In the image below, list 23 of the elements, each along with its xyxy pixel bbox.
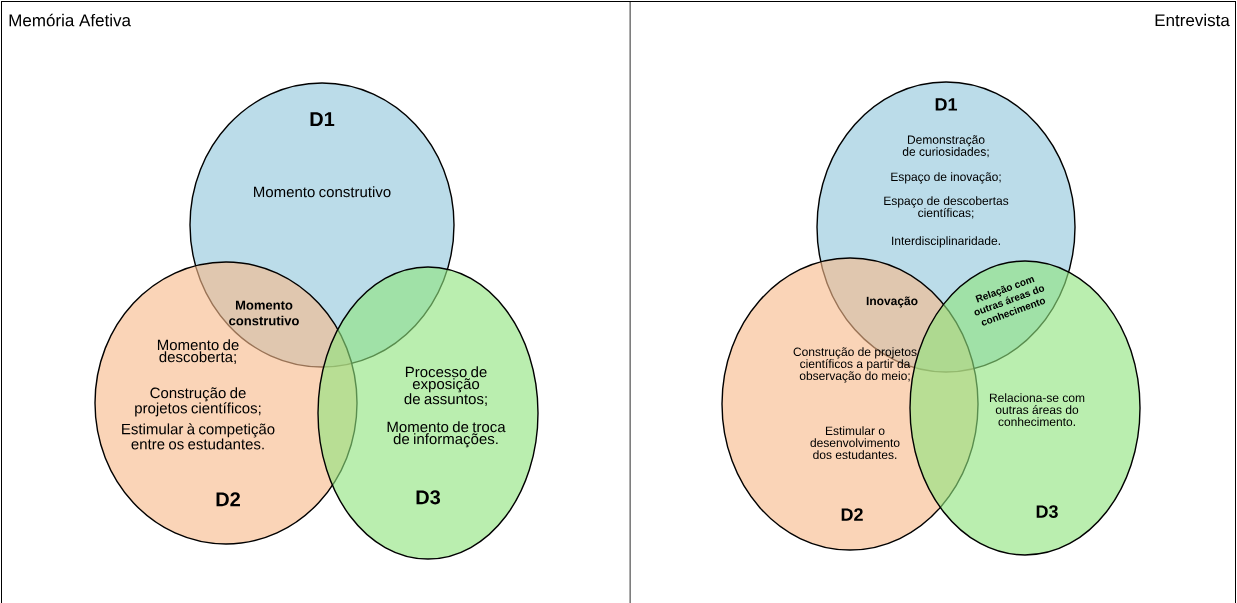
circle-text: Processo de exposição de assuntos; (404, 366, 487, 407)
set-label: D3 (416, 490, 441, 505)
circle-text: Construção de projetos científicos; (135, 387, 261, 417)
circle-text: Construção de projetos científicos a partir da observação do meio; (793, 347, 917, 383)
circle-text: Espaço de descobertas científicas; (884, 196, 1009, 219)
set-label: D1 (935, 98, 957, 111)
circle-text: Momento de descoberta; (157, 339, 239, 364)
circle-text: Interdisciplinaridade. (892, 236, 1000, 248)
column-header: Entrevista (1155, 13, 1230, 27)
overlap-label: Inovação (866, 296, 918, 308)
circle-text: Estimular o desenvolvimento dos estudantes. (810, 426, 900, 459)
circle-text: Momento de troca de informações. (387, 421, 506, 448)
overlap-label: Momento construtivo (229, 300, 299, 326)
circle-text: Relaciona-se com outras áreas do conhecimento. (990, 393, 1085, 426)
circle-text: Demonstração de curiosidades; (902, 135, 989, 158)
set-label: D1 (310, 112, 335, 126)
column-header: Memória Afetiva (9, 13, 131, 27)
set-label: D2 (216, 492, 240, 507)
circle-text: Espaço de inovação; (891, 172, 1001, 184)
set-label: D2 (841, 508, 863, 521)
circle-text: Momento construtivo (254, 186, 391, 198)
set-label: D3 (1036, 505, 1058, 518)
circle-text: Estimular à competição entre os estudantes. (122, 423, 275, 450)
